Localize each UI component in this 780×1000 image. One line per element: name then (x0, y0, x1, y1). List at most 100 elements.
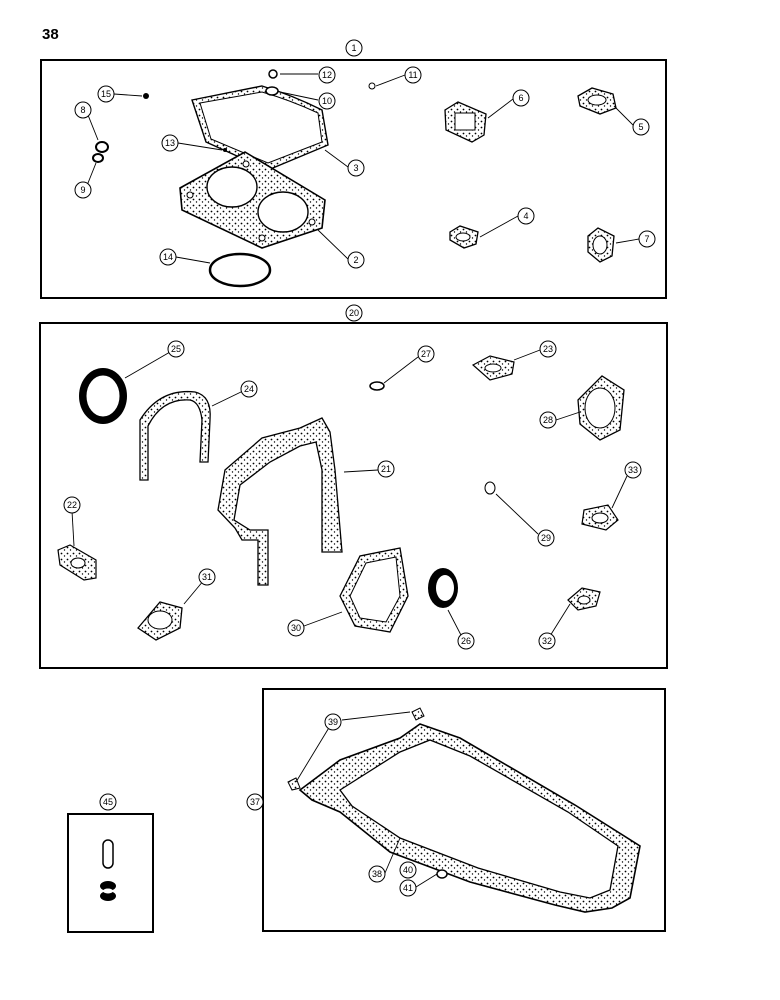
callout-27: 27 (417, 345, 435, 363)
part-15 (143, 93, 149, 99)
callout-12: 12 (318, 66, 336, 84)
gasket-22 (57, 544, 97, 581)
svg-text:24: 24 (244, 384, 254, 394)
o-ring-29 (484, 481, 496, 495)
spring (100, 881, 116, 901)
pin (102, 839, 114, 869)
group-box-45 (67, 813, 154, 933)
gasket-4 (449, 225, 479, 249)
crank-seal (79, 368, 127, 424)
callout-2: 2 (347, 251, 365, 269)
valve-cover-gasket (191, 85, 329, 171)
seal-26 (428, 568, 458, 608)
group-box-37 (262, 688, 666, 932)
washer-12 (268, 69, 278, 79)
washer-41 (436, 869, 448, 879)
callout-8: 8 (74, 101, 92, 119)
svg-text:26: 26 (461, 636, 471, 646)
head-gasket (179, 151, 326, 249)
svg-text:32: 32 (542, 636, 552, 646)
svg-text:2: 2 (353, 255, 358, 265)
seal-8 (95, 141, 109, 153)
group-label-45: 45 (99, 793, 117, 811)
svg-text:15: 15 (101, 89, 111, 99)
gasket-32 (567, 587, 601, 611)
sealing-ring (208, 252, 272, 288)
gasket-6 (444, 101, 487, 143)
callout-15: 15 (97, 85, 115, 103)
ring-27 (369, 381, 385, 391)
svg-text:14: 14 (163, 252, 173, 262)
callout-38: 38 (368, 865, 386, 883)
svg-text:33: 33 (628, 465, 638, 475)
svg-text:40: 40 (403, 865, 413, 875)
callout-3: 3 (347, 159, 365, 177)
callout-40: 40 (399, 861, 417, 879)
gasket-5 (577, 87, 617, 115)
svg-text:6: 6 (518, 93, 523, 103)
group-label-37: 37 (246, 793, 264, 811)
gasket-28 (577, 375, 625, 441)
washer-10 (265, 86, 279, 96)
callout-14: 14 (159, 248, 177, 266)
callout-21: 21 (377, 460, 395, 478)
page-number: 38 (42, 26, 59, 43)
oil-pan-gasket (298, 723, 641, 913)
callout-7: 7 (638, 230, 656, 248)
svg-text:21: 21 (381, 464, 391, 474)
callout-25: 25 (167, 340, 185, 358)
part-13 (223, 148, 227, 152)
callout-22: 22 (63, 496, 81, 514)
part-11 (368, 82, 376, 90)
svg-text:5: 5 (638, 122, 643, 132)
gasket-7 (587, 227, 615, 263)
svg-text:13: 13 (165, 138, 175, 148)
svg-text:12: 12 (322, 70, 332, 80)
gasket-31 (137, 601, 183, 641)
svg-text:27: 27 (421, 349, 431, 359)
gasket-33 (581, 504, 619, 531)
callout-4: 4 (517, 207, 535, 225)
callout-24: 24 (240, 380, 258, 398)
svg-text:23: 23 (543, 344, 553, 354)
svg-text:11: 11 (408, 70, 417, 80)
callout-39: 39 (324, 713, 342, 731)
callout-33: 33 (624, 461, 642, 479)
seal-39-upper (411, 707, 425, 721)
callout-5: 5 (632, 118, 650, 136)
group-label-20: 20 (345, 304, 363, 322)
gasket-23 (471, 355, 515, 381)
svg-text:8: 8 (80, 105, 85, 115)
group-box-20 (39, 322, 668, 669)
callout-9: 9 (74, 181, 92, 199)
callout-32: 32 (538, 632, 556, 650)
svg-text:31: 31 (202, 572, 212, 582)
svg-text:3: 3 (353, 163, 358, 173)
callout-10: 10 (318, 92, 336, 110)
svg-text:30: 30 (291, 623, 301, 633)
svg-text:29: 29 (541, 533, 551, 543)
gasket-30 (339, 547, 409, 633)
svg-text:39: 39 (328, 717, 338, 727)
svg-text:28: 28 (543, 415, 553, 425)
timing-cover-gasket (217, 417, 343, 586)
svg-text:25: 25 (171, 344, 181, 354)
svg-text:45: 45 (103, 797, 113, 807)
callout-29: 29 (537, 529, 555, 547)
callout-30: 30 (287, 619, 305, 637)
callout-11: 11 (404, 66, 422, 84)
seal-39-lower (287, 777, 301, 791)
callout-28: 28 (539, 411, 557, 429)
svg-text:4: 4 (523, 211, 528, 221)
callout-6: 6 (512, 89, 530, 107)
arch-gasket (139, 390, 211, 481)
callout-23: 23 (539, 340, 557, 358)
svg-text:10: 10 (322, 96, 332, 106)
svg-text:1: 1 (351, 43, 356, 53)
svg-text:20: 20 (349, 308, 359, 318)
callout-31: 31 (198, 568, 216, 586)
group-box-1 (40, 59, 667, 299)
svg-text:41: 41 (403, 883, 413, 893)
svg-text:22: 22 (67, 500, 77, 510)
group-label-1: 1 (345, 39, 363, 57)
